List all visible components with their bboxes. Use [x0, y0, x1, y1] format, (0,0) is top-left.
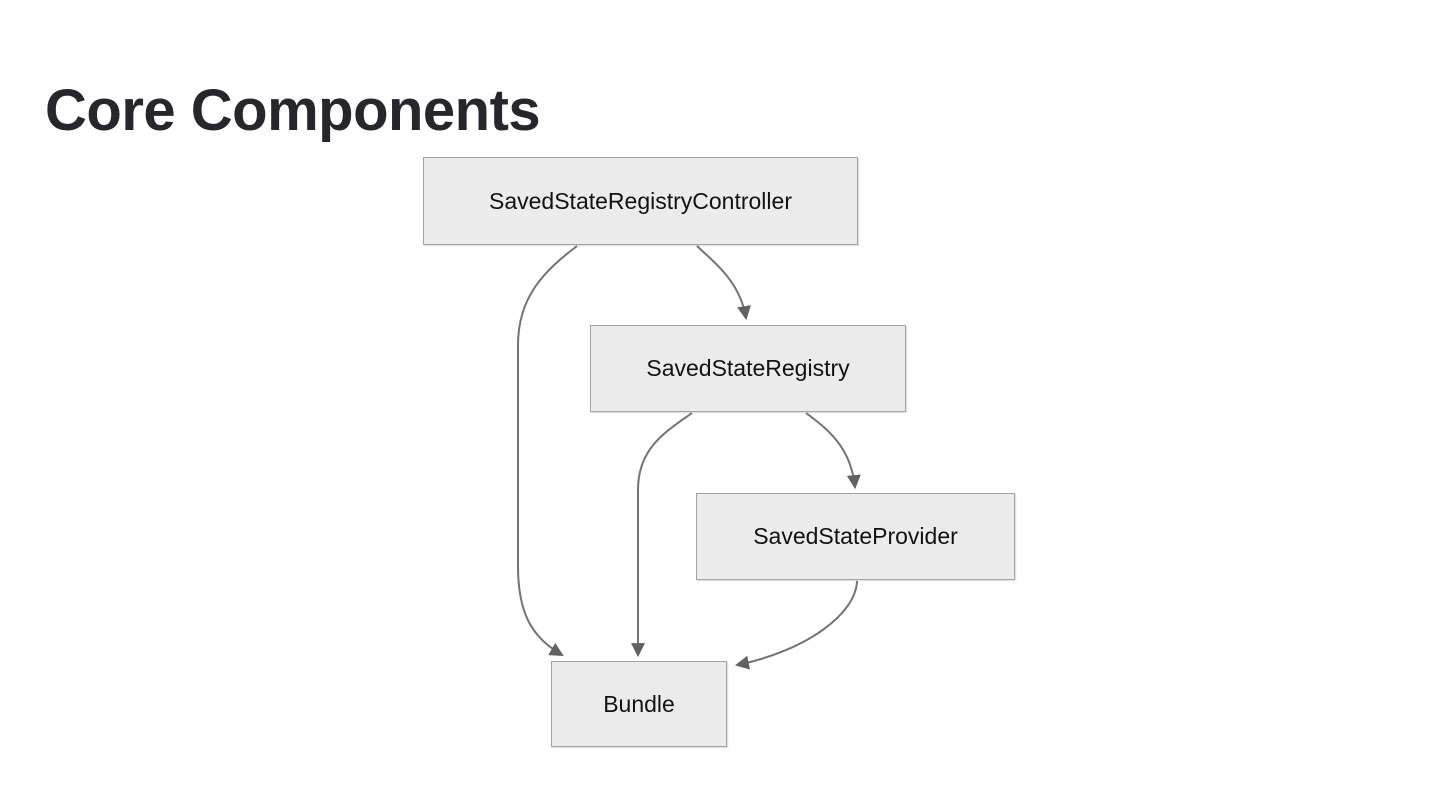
node-savedstateregistrycontroller: SavedStateRegistryController — [423, 157, 858, 245]
slide-title: Core Components — [45, 78, 541, 143]
edge-registry-to-provider — [805, 412, 861, 490]
node-savedstateregistry: SavedStateRegistry — [590, 325, 906, 412]
node-label-savedstateprovider: SavedStateProvider — [753, 523, 958, 549]
node-label-savedstateregistry: SavedStateRegistry — [646, 355, 850, 381]
edge-provider-to-bundle — [734, 580, 858, 670]
node-savedstateprovider: SavedStateProvider — [696, 493, 1015, 580]
edge-controller-to-bundle — [517, 245, 578, 657]
node-label-savedstateregistrycontroller: SavedStateRegistryController — [489, 187, 792, 214]
node-bundle: Bundle — [551, 661, 727, 747]
node-label-bundle: Bundle — [603, 690, 675, 717]
edge-controller-to-registry — [696, 245, 751, 321]
edge-registry-to-bundle — [631, 412, 693, 658]
